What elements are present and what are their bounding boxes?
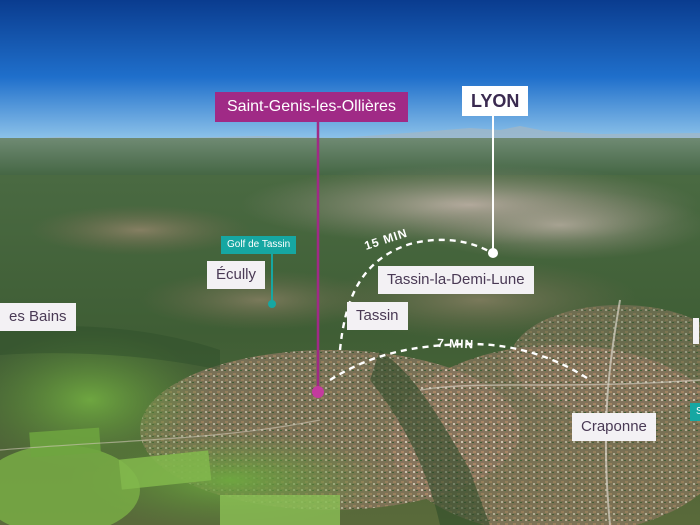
distance-7-min: 7 MIN bbox=[437, 336, 474, 351]
tassin-la-demi-lune-label[interactable]: Tassin-la-Demi-Lune bbox=[378, 266, 534, 294]
tassin-label[interactable]: Tassin bbox=[347, 302, 408, 330]
lyon-pin bbox=[488, 248, 498, 258]
charbonnieres-label[interactable]: es Bains bbox=[0, 303, 76, 331]
distance-15-min: 15 MIN bbox=[363, 226, 410, 253]
edge-partial-box bbox=[693, 318, 699, 344]
main-location-pin bbox=[312, 386, 324, 398]
lyon-label[interactable]: LYON bbox=[462, 86, 529, 116]
golf-de-tassin-label[interactable]: Golf de Tassin bbox=[221, 236, 297, 254]
main-location-label[interactable]: Saint-Genis-les-Ollières bbox=[215, 92, 408, 122]
ecully-label[interactable]: Écully bbox=[207, 261, 266, 289]
golf-pin bbox=[268, 300, 276, 308]
edge-partial-label: S bbox=[690, 403, 700, 421]
ring-7-min bbox=[329, 342, 591, 382]
ring-15-min bbox=[338, 238, 493, 351]
craponne-label[interactable]: Craponne bbox=[572, 413, 656, 441]
